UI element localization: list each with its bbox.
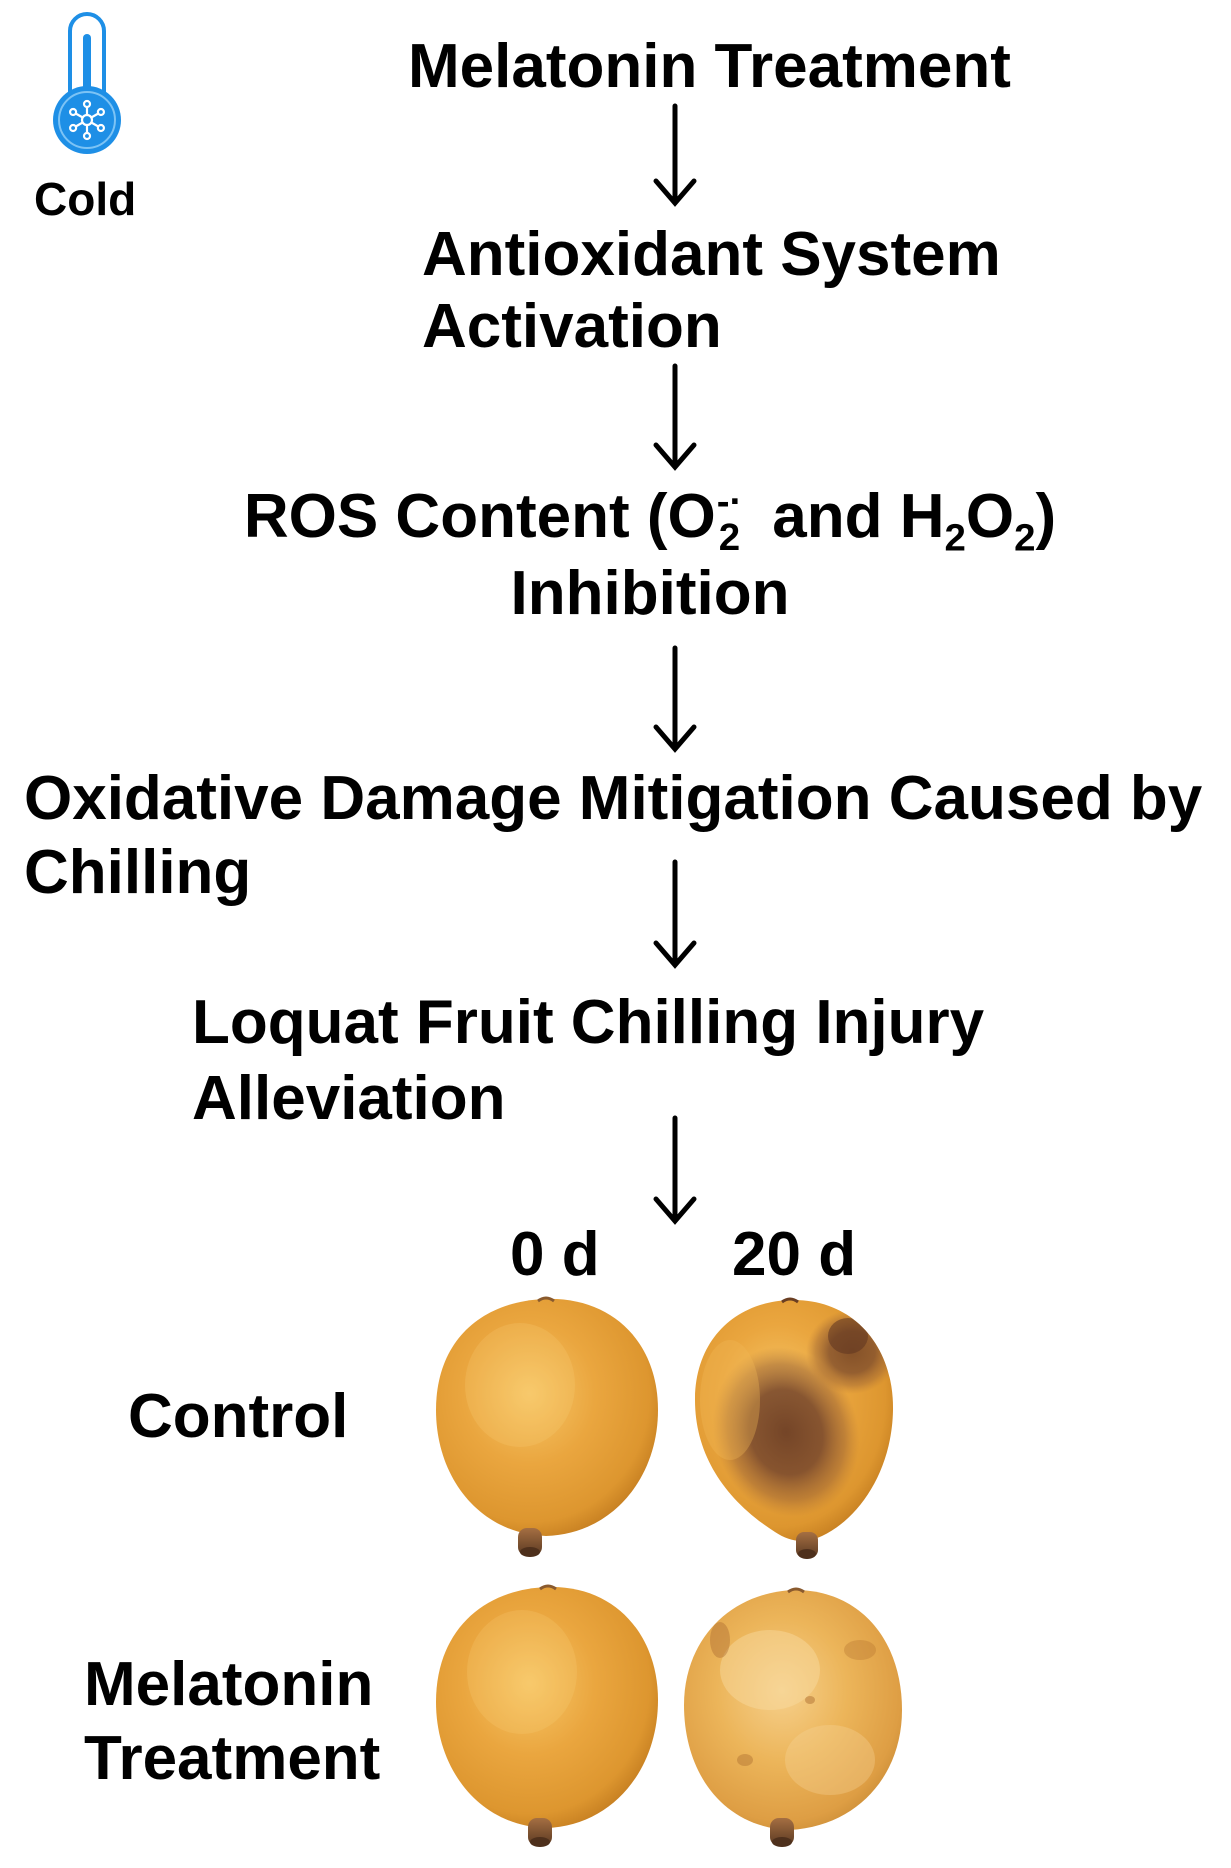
superoxide-superscript: -· <box>716 480 743 524</box>
flow-arrow-5 <box>653 1115 697 1225</box>
step-chilling-injury-alleviation: Loquat Fruit Chilling Injury Alleviation <box>192 985 984 1137</box>
ros-prefix: ROS Content (O <box>243 482 716 551</box>
row-label-line: Melatonin <box>84 1650 374 1719</box>
step-line: Antioxidant System <box>422 220 1001 289</box>
step-oxidative-damage-mitigation: Oxidative Damage Mitigation Caused by Ch… <box>24 762 1202 910</box>
row-label-melatonin-treatment: Melatonin Treatment <box>84 1648 380 1796</box>
fruit-photo-melatonin-20d <box>684 1587 902 1847</box>
row-label-line: Control <box>128 1382 349 1451</box>
fruit-photo-control-20d <box>695 1297 894 1559</box>
column-label-0d: 0 d <box>510 1220 600 1289</box>
superoxide-subscript: 2 <box>718 516 741 560</box>
h2o2-subscript-1: 2 <box>944 516 966 560</box>
flow-arrow-3 <box>653 645 697 753</box>
step-line: Loquat Fruit Chilling Injury <box>192 988 985 1057</box>
step-line: Alleviation <box>192 1064 506 1133</box>
row-label-line: Treatment <box>84 1724 381 1793</box>
step-line: Oxidative Damage Mitigation Caused by <box>24 764 1203 833</box>
cold-label: Cold <box>34 173 137 225</box>
h2o2-o: O <box>965 482 1015 551</box>
flow-arrow-4 <box>653 859 697 969</box>
step-melatonin-treatment: Melatonin Treatment <box>408 32 1011 101</box>
flow-arrow-2 <box>653 363 697 471</box>
step-line: Activation <box>422 292 722 361</box>
ros-middle: and H <box>772 482 945 551</box>
column-label-20d: 20 d <box>732 1220 857 1289</box>
flow-arrow-1 <box>653 103 697 207</box>
h2o2-subscript-2: 2 <box>1014 516 1036 560</box>
thermometer-snowflake-icon <box>53 12 121 154</box>
fruit-photo-control-0d <box>436 1296 658 1557</box>
step-line: Chilling <box>24 838 252 907</box>
fruit-photo-melatonin-0d <box>436 1584 658 1847</box>
superoxide-sup-sub: -·2 <box>716 480 743 560</box>
step-line: Inhibition <box>510 558 790 628</box>
ros-suffix: ) <box>1035 482 1057 551</box>
step-antioxidant-system-activation: Antioxidant System Activation <box>422 219 1001 363</box>
row-label-control: Control <box>128 1381 348 1453</box>
